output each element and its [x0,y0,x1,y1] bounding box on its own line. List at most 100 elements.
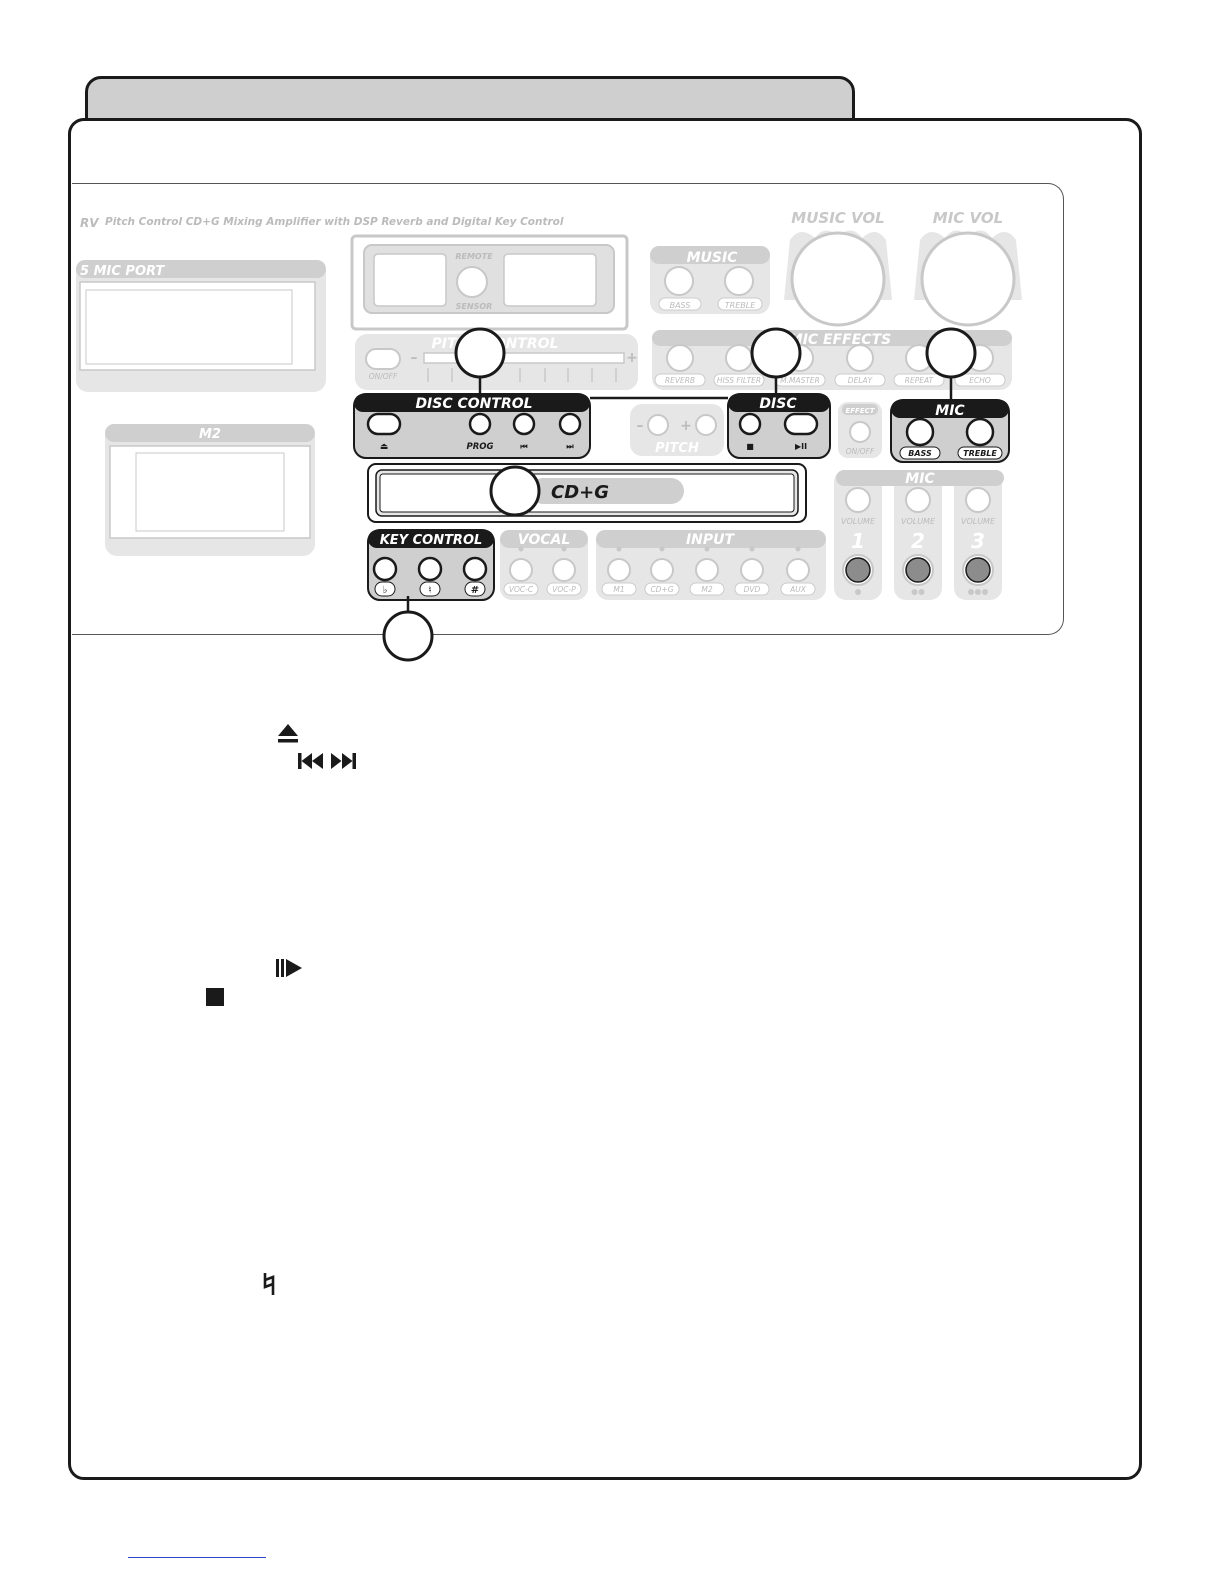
effect-title: EFFECT [845,407,875,415]
input-aux-button[interactable] [786,558,810,582]
input-dvd-tag [734,582,770,596]
pitch-slider[interactable] [423,352,625,364]
disc-play-pause-button[interactable] [783,412,819,436]
music-bass-knob[interactable] [664,266,694,296]
vocal-header [500,530,588,548]
callout-mic [925,327,977,379]
input-header [596,530,826,548]
effect-reverb-tag [654,373,706,387]
mic-channel-3-jack[interactable] [965,557,991,583]
effect-delay-button[interactable] [846,344,874,372]
disc-prog-label: PROG [467,442,494,452]
music-treble-knob[interactable] [724,266,754,296]
input-dvd-button[interactable] [740,558,764,582]
vocal-voc-p-tag [546,582,582,596]
disc-stop-label: ■ [746,442,754,451]
callout-disc-control [454,327,506,379]
input-m2-label: M2 [701,585,712,594]
vocal-voc-c-tag [503,582,539,596]
effect-on-off-label: ON/OFF [846,447,875,456]
effect-header [842,404,878,415]
effect-reverb-label: REVERB [665,376,695,385]
mic-treble-knob[interactable] [965,417,995,447]
mic-channel-2-volume-knob[interactable] [905,487,931,513]
effect-hiss-filter-button[interactable] [725,344,753,372]
mic-effects-header [652,330,1012,346]
mic-channel-3-volume-knob[interactable] [965,487,991,513]
mic-channel-3-indicator-dot [982,589,988,595]
input-m2-led [704,546,710,552]
input-m2-button[interactable] [695,558,719,582]
music-treble-label: TREBLE [725,301,756,310]
key-sharp-button[interactable] [462,556,488,582]
mic-channel-3-number: 3 [971,529,985,553]
mic-channel-2-volume-label: VOLUME [901,517,936,526]
natural-icon [263,1273,275,1295]
mic-channel-1-volume-label: VOLUME [841,517,876,526]
disc-stop-button[interactable] [738,412,762,436]
input-cd-g-label: CD+G [650,585,673,594]
vocal-voc-p-button[interactable] [552,558,576,582]
mic-bass-knob[interactable] [905,417,935,447]
vocal-voc-p-label: VOC-P [552,585,576,594]
mic-port-header [76,260,326,278]
play-pause-icon [276,959,302,977]
display-left [373,253,447,307]
pitch-on-off-button[interactable] [365,348,401,370]
effect-delay-tag [834,373,886,387]
disc-control-title: DISC CONTROL [415,396,532,412]
key-natural-button[interactable] [417,556,443,582]
effect-repeat-tag [893,373,945,387]
key-natural-tag [419,581,441,597]
input-dvd-label: DVD [744,585,761,594]
pitch-minus-label: – [411,350,418,366]
model-prefix: RV [80,216,100,230]
music-treble-tag [717,297,763,311]
disc-control-header [354,394,590,412]
pitch-down-button[interactable] [647,414,669,436]
mic-port-label: 5 MIC PORT [80,264,165,279]
eject-icon [278,724,298,743]
input-aux-label: AUX [789,585,807,594]
effect-reverb-button[interactable] [666,344,694,372]
mic-channel-3-indicator-dot [975,589,981,595]
callout-disc [750,327,802,379]
effect-m-master-label: M.MASTER [780,376,820,385]
disc-eject-button[interactable] [366,412,402,436]
panel-illustration: RV Pitch Control CD+G Mixing Amplifier w… [76,209,1022,662]
disc-next-button[interactable] [558,412,582,436]
mic-vol-knob[interactable] [920,231,1016,327]
mic-channel-1-volume-knob[interactable] [845,487,871,513]
mic-effects-title: MIC EFFECTS [789,332,891,348]
effect-on-off-button[interactable] [849,421,871,443]
mic-port-inner [85,289,293,365]
effect-delay-label: DELAY [848,376,874,385]
pitch-minus: – [637,418,644,434]
disc-header [728,394,830,412]
effect-echo-label: ECHO [969,376,991,385]
input-m1-button[interactable] [607,558,631,582]
input-m1-led [616,546,622,552]
prev-next-icon [298,753,356,769]
mic-section-header [836,470,1004,486]
input-aux-led [795,546,801,552]
mic-channel-3-indicator-dot [968,589,974,595]
input-aux-tag [780,582,816,596]
key-flat-button[interactable] [372,556,398,582]
vocal-voc-c-button[interactable] [509,558,533,582]
key-natural-label: ♮ [428,585,432,596]
music-title: MUSIC [687,250,739,266]
mic-channel-1-jack[interactable] [845,557,871,583]
music-bass-tag [658,297,702,311]
mic-bass-label: BASS [908,449,932,458]
music-vol-knob[interactable] [790,231,886,327]
mic-channel-2-jack[interactable] [905,557,931,583]
input-cd-g-button[interactable] [650,558,674,582]
disc-prev-button[interactable] [512,412,536,436]
disc-next-label: ⏭ [566,442,574,451]
key-sharp-label: # [471,585,479,596]
disc-prog-button[interactable] [468,412,492,436]
sensor-label: SENSOR [456,302,493,311]
pitch-up-button[interactable] [695,414,717,436]
